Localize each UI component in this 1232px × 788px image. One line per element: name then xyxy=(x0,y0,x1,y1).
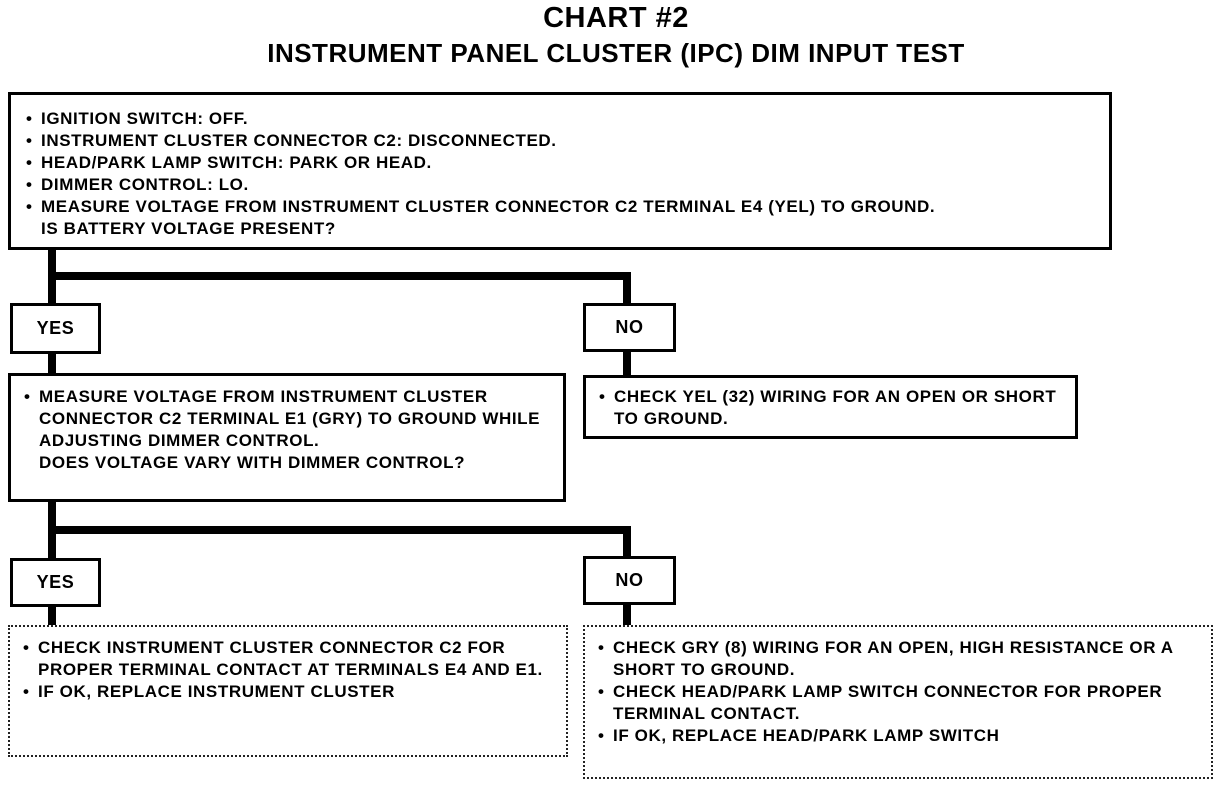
connector-yes2-down xyxy=(48,607,56,625)
connector-no2-down xyxy=(623,605,631,625)
no2-result-box: CHECK GRY (8) WIRING FOR AN OPEN, HIGH R… xyxy=(583,625,1213,779)
no2-result-item: CHECK HEAD/PARK LAMP SWITCH CONNECTOR FO… xyxy=(595,681,1201,725)
no-label-2: NO xyxy=(583,556,676,605)
yes-label-1: YES xyxy=(10,303,101,354)
step1-item: DIMMER CONTROL: LO. xyxy=(23,174,1097,196)
no1-result-box: CHECK YEL (32) WIRING FOR AN OPEN OR SHO… xyxy=(583,375,1078,439)
chart-subtitle: INSTRUMENT PANEL CLUSTER (IPC) DIM INPUT… xyxy=(267,38,965,68)
connector-branch2-no-down xyxy=(623,526,631,556)
no2-result-item: CHECK GRY (8) WIRING FOR AN OPEN, HIGH R… xyxy=(595,637,1201,681)
step1-box: IGNITION SWITCH: OFF. INSTRUMENT CLUSTER… xyxy=(8,92,1112,250)
step2-question: DOES VOLTAGE VARY WITH DIMMER CONTROL? xyxy=(39,453,466,472)
no1-result-item: CHECK YEL (32) WIRING FOR AN OPEN OR SHO… xyxy=(596,386,1065,430)
chart-title: CHART #2 xyxy=(543,2,689,34)
connector-branch1-no-down xyxy=(623,272,631,303)
connector-branch2-horizontal xyxy=(48,526,631,534)
step2-item: MEASURE VOLTAGE FROM INSTRUMENT CLUSTER … xyxy=(21,386,553,452)
connector-yes1-down xyxy=(48,354,56,373)
yes2-result-item: CHECK INSTRUMENT CLUSTER CONNECTOR C2 FO… xyxy=(20,637,556,681)
yes-label-2: YES xyxy=(10,558,101,607)
step2-box: MEASURE VOLTAGE FROM INSTRUMENT CLUSTER … xyxy=(8,373,566,502)
no2-result-item: IF OK, REPLACE HEAD/PARK LAMP SWITCH xyxy=(595,725,1201,747)
step1-item: IGNITION SWITCH: OFF. xyxy=(23,108,1097,130)
step1-item: MEASURE VOLTAGE FROM INSTRUMENT CLUSTER … xyxy=(23,196,1097,218)
no-label-1: NO xyxy=(583,303,676,352)
yes2-result-item: IF OK, REPLACE INSTRUMENT CLUSTER xyxy=(20,681,556,703)
step1-question: IS BATTERY VOLTAGE PRESENT? xyxy=(41,219,336,238)
connector-no1-down xyxy=(623,352,631,375)
yes2-result-box: CHECK INSTRUMENT CLUSTER CONNECTOR C2 FO… xyxy=(8,625,568,757)
step1-item: INSTRUMENT CLUSTER CONNECTOR C2: DISCONN… xyxy=(23,130,1097,152)
step1-item: HEAD/PARK LAMP SWITCH: PARK OR HEAD. xyxy=(23,152,1097,174)
connector-branch1-horizontal xyxy=(48,272,631,280)
